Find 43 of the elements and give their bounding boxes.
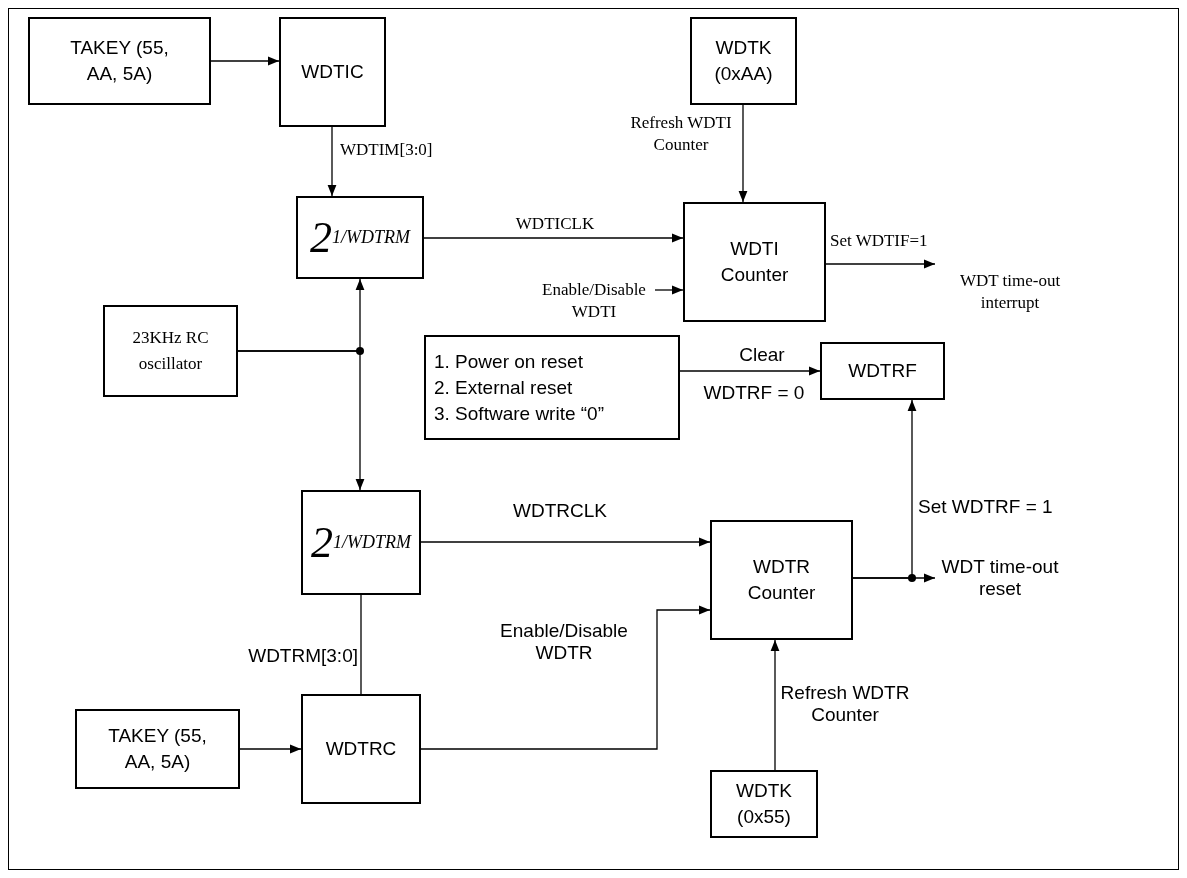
block-label: TAKEY (55, AA, 5A) xyxy=(69,36,170,86)
block-label: TAKEY (55, AA, 5A) xyxy=(107,724,208,774)
arrow xyxy=(852,399,917,579)
block-box xyxy=(424,335,680,440)
block-label: WDTRC xyxy=(325,737,397,761)
block-label: WDTI Counter xyxy=(719,237,790,287)
formula-label: 2$^{1/WDTRM}$ xyxy=(310,215,410,260)
arrow xyxy=(327,126,337,197)
block-box xyxy=(75,709,240,789)
formula-label: 2$^{1/WDTRM}$ xyxy=(311,520,411,565)
signal-label: Enable/Disable WDTI xyxy=(541,279,647,323)
block-box xyxy=(301,694,421,804)
block-label: WDTK (0x55) xyxy=(735,779,793,829)
block-label: WDTRF xyxy=(848,359,917,383)
arrow xyxy=(825,259,936,269)
block-label: WDTR Counter xyxy=(746,555,817,605)
list-item: 2. External reset xyxy=(434,375,573,400)
arrow xyxy=(237,350,365,491)
block-box xyxy=(710,770,818,838)
arrow xyxy=(679,366,821,376)
arrow xyxy=(420,605,711,750)
block-box xyxy=(103,305,238,397)
arrow xyxy=(654,285,684,295)
arrow xyxy=(239,744,302,754)
block-box xyxy=(28,17,211,105)
block-box xyxy=(820,342,945,400)
arrow xyxy=(770,639,780,771)
block-box xyxy=(683,202,826,322)
signal-label: WDT time-out interrupt xyxy=(958,270,1062,314)
block-label: 23KHz RC oscillator xyxy=(131,327,210,375)
connector-line xyxy=(360,594,362,695)
block-box xyxy=(279,17,386,127)
block-box xyxy=(710,520,853,640)
block-label: WDTK (0xAA) xyxy=(713,36,774,86)
arrow xyxy=(738,104,748,203)
block-label: WDTIC xyxy=(301,60,364,84)
signal-label: WDT time-out reset xyxy=(940,556,1060,600)
arrow xyxy=(420,537,711,547)
block-box xyxy=(690,17,797,105)
arrow xyxy=(423,233,684,243)
list-item: 3. Software write “0” xyxy=(434,401,604,426)
list-item: 1. Power on reset xyxy=(434,349,583,374)
arrow xyxy=(210,56,280,66)
